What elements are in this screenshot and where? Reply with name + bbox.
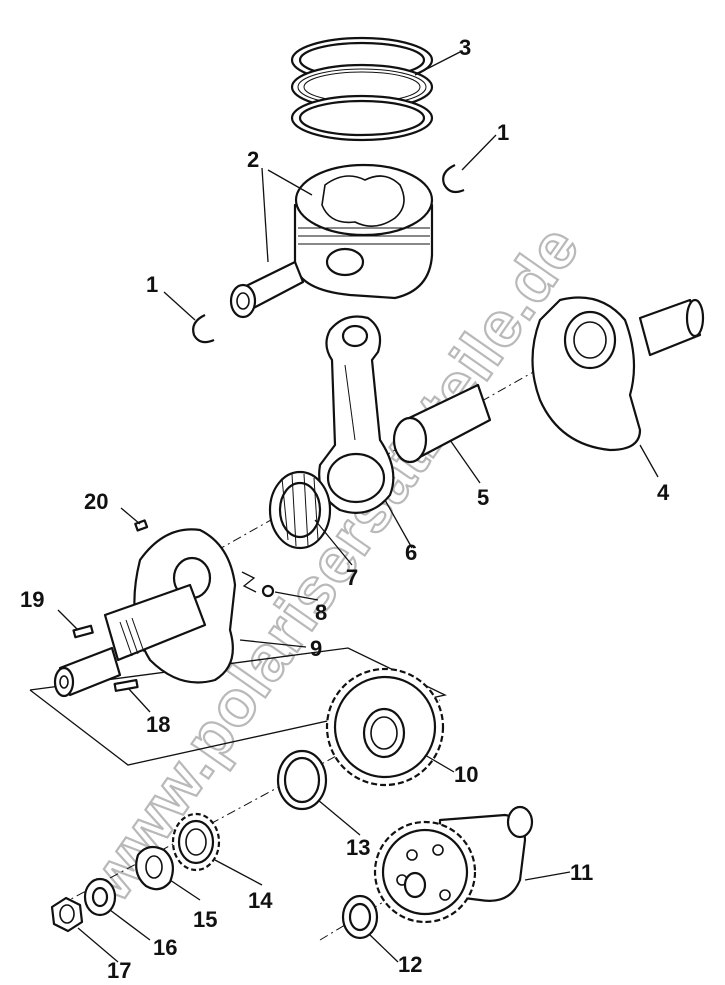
callout-7: 7 <box>346 565 358 590</box>
sprocket <box>171 812 221 872</box>
castle-nut <box>135 845 175 891</box>
spacer-ring <box>276 749 328 811</box>
crank-pin <box>392 383 492 464</box>
crankshaft-half-right <box>531 296 705 452</box>
drive-gear <box>325 667 445 787</box>
circlip-left <box>192 314 215 344</box>
steel-ball <box>241 571 275 598</box>
callout-20: 20 <box>84 489 108 514</box>
callout-16: 16 <box>153 935 177 960</box>
callout-5: 5 <box>477 485 489 510</box>
callout-14: 14 <box>248 888 273 913</box>
washer <box>83 877 117 917</box>
dowel-pin-18 <box>113 679 139 692</box>
callout-1-left: 1 <box>146 272 158 297</box>
piston-pin <box>229 260 305 319</box>
callout-13: 13 <box>346 835 370 860</box>
callout-12: 12 <box>398 952 422 977</box>
callout-2: 2 <box>247 147 259 172</box>
callout-labels: 1 1 2 3 4 5 6 7 8 9 10 11 12 13 14 15 16… <box>20 35 670 983</box>
callout-8: 8 <box>315 600 327 625</box>
needle-bearing <box>268 470 332 550</box>
piston <box>293 163 434 300</box>
hex-nut <box>50 896 84 933</box>
callout-1-right: 1 <box>497 120 509 145</box>
leader-lines <box>57 51 659 963</box>
piston-rings <box>290 36 434 142</box>
callout-9: 9 <box>310 636 322 661</box>
callout-17: 17 <box>107 958 131 983</box>
callout-6: 6 <box>405 540 417 565</box>
callout-18: 18 <box>146 712 170 737</box>
callout-10: 10 <box>454 762 478 787</box>
callout-19: 19 <box>20 587 44 612</box>
thrust-washer <box>341 894 379 940</box>
callout-3: 3 <box>459 35 471 60</box>
connecting-rod <box>318 315 395 514</box>
key-pin-19 <box>72 624 94 639</box>
callout-15: 15 <box>193 907 217 932</box>
circlip-right <box>442 164 465 194</box>
callout-11: 11 <box>570 860 593 885</box>
crankshaft-half-left <box>53 528 237 698</box>
callout-4: 4 <box>657 480 670 505</box>
balancer-shaft <box>373 805 534 924</box>
